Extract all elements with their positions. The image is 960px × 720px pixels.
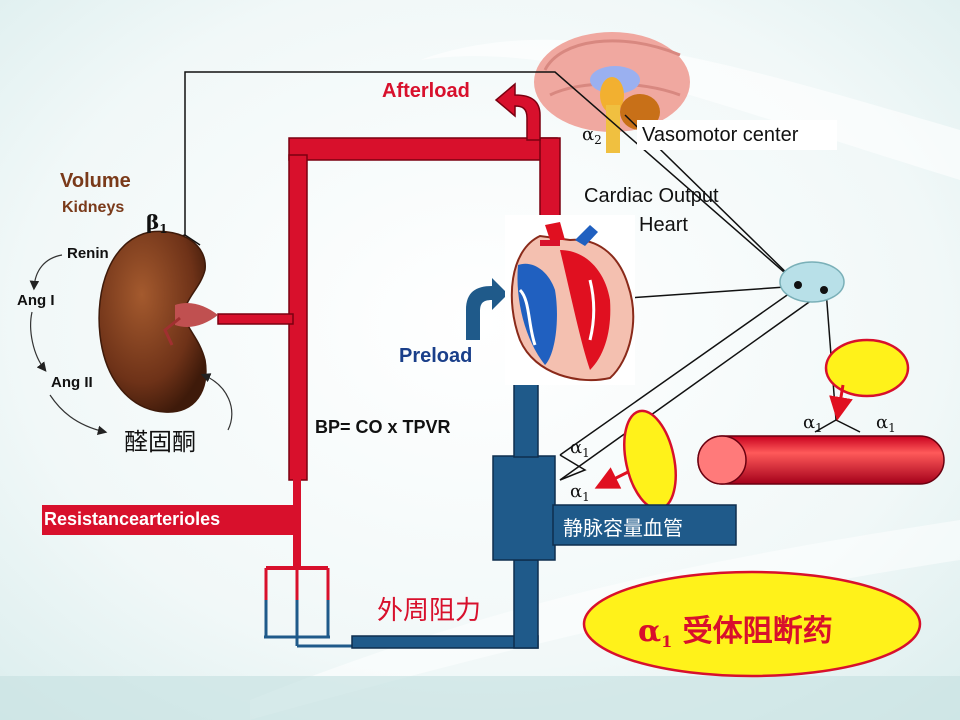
vasomotor-center-label: Vasomotor center: [642, 124, 799, 146]
arterial-system: [217, 82, 561, 600]
renal-artery: [217, 313, 294, 325]
venous-reservoir: [492, 455, 556, 561]
renin-label: Renin: [67, 245, 109, 262]
kidney-illustration: [98, 230, 218, 413]
cardiac-output-label: Cardiac Output: [584, 185, 719, 207]
ang1-label: Ang I: [17, 292, 55, 309]
heart-illustration: [505, 215, 635, 385]
alpha1-label-vein-upper: α1: [570, 437, 590, 460]
alpha2-label: α2: [582, 124, 602, 147]
afterload-arrow: [494, 82, 541, 141]
vasomotor-label-box: [637, 120, 837, 150]
preload-label: Preload: [399, 345, 473, 367]
resistance-label-box: [42, 505, 300, 535]
alpha1-label-vessel-right: α1: [876, 412, 896, 435]
bp-formula-label: BP= CO x TPVR: [315, 417, 451, 437]
resistance-arterioles-label: Resistancearterioles: [44, 509, 221, 529]
beta1-label: β1: [146, 210, 168, 236]
aldosterone-label: 醛固酮: [124, 428, 196, 456]
alpha1-label-vein-lower: α1: [570, 481, 590, 504]
kidneys-label: Kidneys: [62, 199, 125, 216]
ang2-label: Ang II: [51, 374, 93, 391]
title-label: α1 受体阻断药: [638, 614, 833, 651]
raas-arrows: [29, 254, 233, 436]
alpha1-label-vessel-left: α1: [803, 412, 823, 435]
heart-label: Heart: [639, 214, 688, 236]
afterload-label: Afterload: [382, 80, 470, 102]
title-oval: [582, 570, 922, 678]
venous-label-box: [552, 504, 737, 546]
brain-illustration: [534, 32, 690, 153]
vasomotor-relay-node: [779, 261, 845, 303]
arteriole-vessel: [697, 435, 945, 485]
alpha1-blocker-oval-1: [824, 338, 910, 398]
venous-capacitance-label: 静脉容量血管: [563, 516, 683, 540]
preload-arrow: [466, 278, 508, 340]
volume-label: Volume: [60, 170, 131, 192]
peripheral-resistance-label: 外周阻力: [377, 596, 482, 626]
